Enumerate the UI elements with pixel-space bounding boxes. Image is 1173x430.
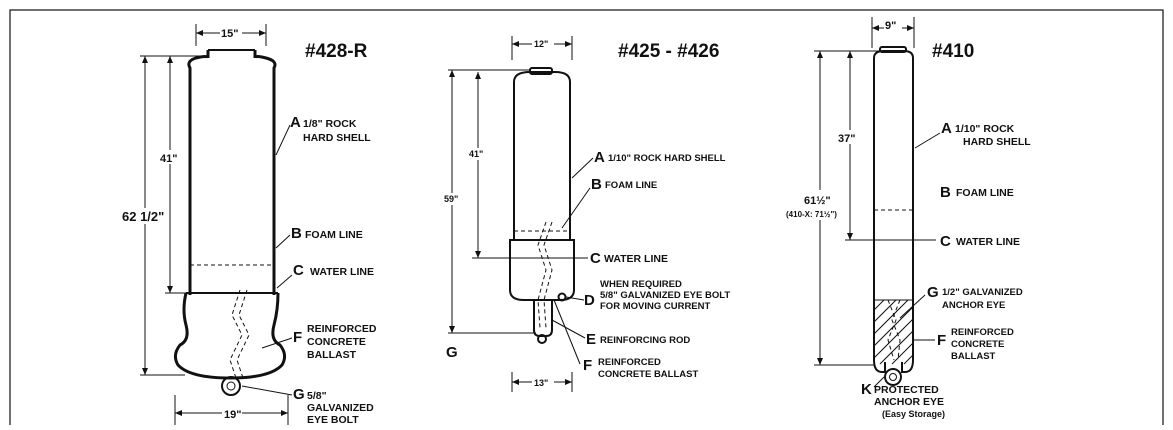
svg-text:BALLAST: BALLAST	[307, 349, 357, 361]
svg-text:C: C	[940, 233, 951, 250]
m410-callout-g: G 1/2" GALVANIZED ANCHOR EYE	[899, 284, 1023, 319]
svg-text:WATER LINE: WATER LINE	[604, 253, 668, 265]
svg-text:1/10" ROCK HARD SHELL: 1/10" ROCK HARD SHELL	[608, 153, 726, 164]
svg-text:D: D	[584, 292, 595, 309]
svg-text:F: F	[937, 332, 946, 349]
svg-text:G: G	[293, 386, 305, 403]
svg-text:CONCRETE: CONCRETE	[307, 336, 366, 348]
m425-height-total: 59"	[444, 194, 458, 204]
m425-side-letter: G	[446, 344, 458, 361]
model-428r-title: #428-R	[305, 41, 368, 62]
m410-callout-f: F REINFORCED CONCRETE BALLAST	[913, 327, 1014, 362]
m425-callout-d: WHEN REQUIRED D 5/8" GALVANIZED EYE BOLT…	[565, 279, 730, 312]
m428-callout-a: A 1/8" ROCK HARD SHELL	[275, 114, 371, 156]
svg-text:CONCRETE BALLAST: CONCRETE BALLAST	[598, 369, 698, 380]
svg-text:B: B	[591, 176, 602, 193]
m428-callout-c: C WATER LINE	[276, 262, 374, 289]
m425-callout-a: A 1/10" ROCK HARD SHELL	[571, 149, 726, 179]
m428-bottom-width-dim: 19"	[174, 395, 289, 425]
m425-callout-b: B FOAM LINE	[561, 176, 657, 229]
m428-width-bottom: 19"	[224, 409, 241, 421]
m410-ballast-hatch	[873, 299, 914, 365]
m410-top-width-dim: 9"	[871, 17, 915, 48]
svg-text:REINFORCED: REINFORCED	[951, 327, 1014, 338]
svg-text:WHEN REQUIRED: WHEN REQUIRED	[600, 279, 682, 290]
svg-text:BALLAST: BALLAST	[951, 351, 996, 362]
svg-text:REINFORCING ROD: REINFORCING ROD	[600, 335, 690, 346]
m410-height-upper: 37"	[838, 133, 855, 145]
svg-text:G: G	[927, 284, 939, 301]
svg-text:B: B	[291, 225, 302, 242]
svg-text:HARD SHELL: HARD SHELL	[963, 136, 1031, 148]
svg-text:WATER LINE: WATER LINE	[956, 236, 1020, 248]
model-425-title: #425 - #426	[618, 41, 719, 62]
svg-text:GALVANIZED: GALVANIZED	[307, 402, 374, 414]
m428-height-upper: 41"	[160, 153, 177, 165]
svg-text:FOAM LINE: FOAM LINE	[305, 229, 363, 241]
m410-height-total: 61½"	[804, 195, 831, 207]
model-410-title: #410	[932, 41, 974, 62]
svg-text:(Easy Storage): (Easy Storage)	[882, 409, 945, 419]
m428-callout-g: G 5/8" GALVANIZED EYE BOLT	[241, 385, 374, 426]
svg-text:C: C	[293, 262, 304, 279]
svg-text:A: A	[941, 120, 952, 137]
m428-body	[173, 49, 287, 396]
m428-height-dims: 62 1/2" 41"	[122, 55, 208, 376]
svg-text:F: F	[293, 329, 302, 346]
m425-width-bottom: 13"	[534, 378, 548, 388]
svg-text:B: B	[940, 184, 951, 201]
svg-text:EYE BOLT: EYE BOLT	[307, 414, 359, 425]
sheet-frame	[9, 9, 1164, 430]
m425-callout-e: E REINFORCING ROD	[551, 319, 690, 348]
m410-body	[873, 46, 914, 386]
svg-text:F: F	[583, 357, 592, 374]
m428-height-total: 62 1/2"	[122, 209, 164, 224]
m428-width-top: 15"	[221, 28, 238, 40]
m428-callout-f: F REINFORCED CONCRETE BALLAST	[261, 323, 377, 361]
svg-text:A: A	[594, 149, 605, 166]
svg-text:WATER LINE: WATER LINE	[310, 266, 374, 278]
m410-height-dims: 61½" (410-X: 71½") 37"	[786, 50, 936, 366]
svg-text:K: K	[861, 381, 872, 398]
svg-text:ANCHOR EYE: ANCHOR EYE	[874, 396, 944, 408]
m410-width-top: 9"	[885, 20, 896, 32]
svg-text:5/8": 5/8"	[307, 390, 327, 402]
m410-callout-c: C WATER LINE	[940, 233, 1020, 250]
svg-text:1/2" GALVANIZED: 1/2" GALVANIZED	[942, 287, 1023, 298]
svg-text:A: A	[290, 114, 301, 131]
m428-callout-b: B FOAM LINE	[275, 225, 363, 249]
m410-callout-b: B FOAM LINE	[940, 184, 1014, 201]
m425-callout-f: F REINFORCED CONCRETE BALLAST	[553, 299, 698, 380]
svg-text:PROTECTED: PROTECTED	[874, 384, 939, 396]
m410-height-total-alt: (410-X: 71½")	[786, 210, 837, 219]
m425-bottom-width-dim: 13"	[511, 372, 573, 392]
m425-height-upper: 41"	[469, 149, 483, 159]
svg-text:E: E	[586, 331, 596, 348]
m410-callout-a: A 1/10" ROCK HARD SHELL	[914, 120, 1031, 149]
svg-text:CONCRETE: CONCRETE	[951, 339, 1004, 350]
model-425-426: #425 - #426 12"	[444, 36, 730, 392]
svg-text:FOAM LINE: FOAM LINE	[956, 187, 1014, 199]
svg-text:FOAM LINE: FOAM LINE	[605, 180, 657, 191]
model-410: #410 9"	[786, 17, 1031, 419]
m425-top-width-dim: 12"	[511, 36, 573, 60]
m425-width-top: 12"	[534, 39, 548, 49]
m410-callout-k: K PROTECTED ANCHOR EYE (Easy Storage)	[861, 376, 945, 419]
svg-text:1/8" ROCK: 1/8" ROCK	[303, 118, 357, 130]
svg-text:REINFORCED: REINFORCED	[307, 323, 377, 335]
svg-text:C: C	[590, 250, 601, 267]
svg-text:ANCHOR EYE: ANCHOR EYE	[942, 300, 1005, 311]
m425-body	[509, 67, 575, 344]
m428-top-width-dim: 15"	[195, 24, 267, 46]
svg-text:FOR MOVING CURRENT: FOR MOVING CURRENT	[600, 301, 711, 312]
svg-text:HARD SHELL: HARD SHELL	[303, 132, 371, 144]
m425-callout-c: C WATER LINE	[574, 250, 668, 267]
svg-text:REINFORCED: REINFORCED	[598, 357, 661, 368]
model-428r: #428-R 15"	[122, 24, 377, 426]
svg-text:1/10" ROCK: 1/10" ROCK	[955, 123, 1015, 135]
svg-text:5/8" GALVANIZED EYE BOLT: 5/8" GALVANIZED EYE BOLT	[600, 290, 730, 301]
m425-height-dims: 59" 41"	[444, 69, 534, 334]
